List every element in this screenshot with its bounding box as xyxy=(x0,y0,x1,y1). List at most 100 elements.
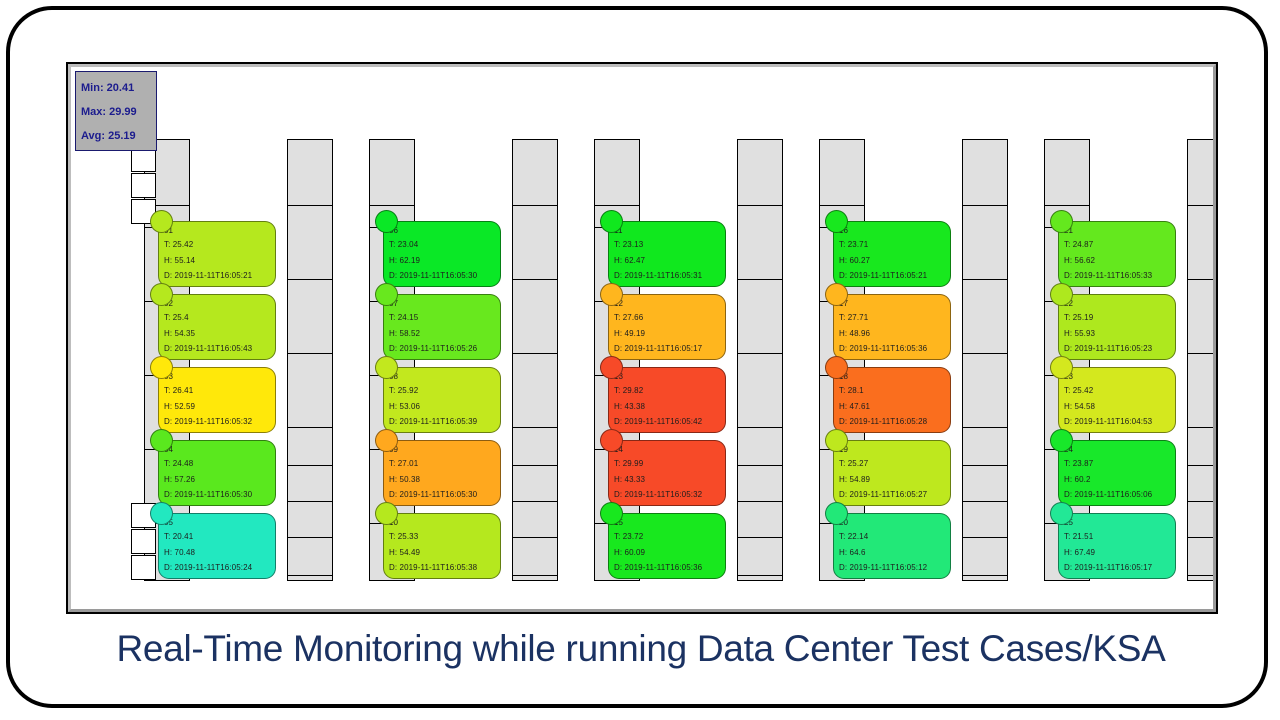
sensor-card[interactable]: 10T: 25.33H: 54.49D: 2019-11-11T16:05:38 xyxy=(375,502,501,579)
sensor-temperature: T: 23.13 xyxy=(614,240,644,249)
sensor-status-dot-icon[interactable] xyxy=(825,210,848,233)
rack-right[interactable] xyxy=(962,139,1008,581)
rack-unit xyxy=(738,576,782,609)
sensor-temperature: T: 26.41 xyxy=(164,386,194,395)
sensor-card[interactable]: 09T: 27.01H: 50.38D: 2019-11-11T16:05:30 xyxy=(375,429,501,506)
sensor-status-dot-icon[interactable] xyxy=(825,502,848,525)
sensor-card[interactable]: 17T: 27.71H: 48.96D: 2019-11-11T16:05:36 xyxy=(825,283,951,360)
sensor-status-dot-icon[interactable] xyxy=(1050,210,1073,233)
sensor-temperature: T: 27.01 xyxy=(389,459,419,468)
rack-right[interactable] xyxy=(512,139,558,581)
sensor-status-dot-icon[interactable] xyxy=(150,283,173,306)
sensor-card[interactable]: 19T: 25.27H: 54.89D: 2019-11-11T16:05:27 xyxy=(825,429,951,506)
rack-unit xyxy=(738,428,782,466)
sensor-card[interactable]: 04T: 24.48H: 57.26D: 2019-11-11T16:05:30 xyxy=(150,429,276,506)
sensor-temperature: T: 22.14 xyxy=(839,532,869,541)
sensor-status-dot-icon[interactable] xyxy=(600,210,623,233)
rack-unit xyxy=(288,354,332,428)
sensor-card[interactable]: 03T: 26.41H: 52.59D: 2019-11-11T16:05:32 xyxy=(150,356,276,433)
sensor-temperature: T: 20.41 xyxy=(164,532,194,541)
sensor-card[interactable]: 14T: 29.99H: 43.33D: 2019-11-11T16:05:32 xyxy=(600,429,726,506)
sensor-status-dot-icon[interactable] xyxy=(375,210,398,233)
sensor-card[interactable]: 22T: 25.19H: 55.93D: 2019-11-11T16:05:23 xyxy=(1050,283,1176,360)
sensor-humidity: H: 58.52 xyxy=(389,328,421,338)
datacenter-floor-canvas[interactable]: Min: 20.41 Max: 29.99 Avg: 25.19 01T: 25… xyxy=(71,67,1213,609)
sensor-card[interactable]: 01T: 25.42H: 55.14D: 2019-11-11T16:05:21 xyxy=(150,210,276,287)
rack-unit-box xyxy=(131,529,156,554)
rack-unit xyxy=(738,466,782,502)
sensor-humidity: H: 49.19 xyxy=(614,328,646,338)
sensor-card[interactable]: 02T: 25.4H: 54.35D: 2019-11-11T16:05:43 xyxy=(150,283,276,360)
sensor-card[interactable]: 15T: 23.72H: 60.09D: 2019-11-11T16:05:36 xyxy=(600,502,726,579)
rack-unit xyxy=(738,280,782,354)
rack-unit xyxy=(1188,354,1213,428)
sensor-card[interactable]: 13T: 29.82H: 43.38D: 2019-11-11T16:05:42 xyxy=(600,356,726,433)
sensor-timestamp: D: 2019-11-11T16:04:53 xyxy=(1064,417,1153,426)
sensor-status-dot-icon[interactable] xyxy=(150,502,173,525)
sensor-humidity: H: 54.49 xyxy=(389,547,421,557)
rack-right[interactable] xyxy=(1187,139,1213,581)
sensor-card[interactable]: 11T: 23.13H: 62.47D: 2019-11-11T16:05:31 xyxy=(600,210,726,287)
sensor-card[interactable]: 24T: 23.87H: 60.2D: 2019-11-11T16:05:06 xyxy=(1050,429,1176,506)
sensor-humidity: H: 43.38 xyxy=(614,401,646,411)
sensor-status-dot-icon[interactable] xyxy=(825,356,848,379)
sensor-temperature: T: 24.15 xyxy=(389,313,419,322)
sensor-id: 01 xyxy=(164,224,275,237)
sensor-id: 02 xyxy=(164,297,275,310)
rack-unit xyxy=(738,538,782,576)
sensor-status-dot-icon[interactable] xyxy=(375,283,398,306)
sensor-timestamp: D: 2019-11-11T16:05:32 xyxy=(164,417,253,426)
sensor-card[interactable]: 08T: 25.92H: 53.06D: 2019-11-11T16:05:39 xyxy=(375,356,501,433)
sensor-status-dot-icon[interactable] xyxy=(375,356,398,379)
sensor-humidity: H: 54.58 xyxy=(1064,401,1096,411)
rack-right[interactable] xyxy=(287,139,333,581)
sensor-card[interactable]: 25T: 21.51H: 67.49D: 2019-11-11T16:05:17 xyxy=(1050,502,1176,579)
sensor-card[interactable]: 20T: 22.14H: 64.6D: 2019-11-11T16:05:12 xyxy=(825,502,951,579)
rack-unit xyxy=(370,140,414,206)
sensor-id: 06 xyxy=(389,224,500,237)
sensor-status-dot-icon[interactable] xyxy=(150,356,173,379)
rack-unit xyxy=(963,206,1007,280)
rack-unit xyxy=(1188,280,1213,354)
rack-right[interactable] xyxy=(737,139,783,581)
sensor-card[interactable]: 05T: 20.41H: 70.48D: 2019-11-11T16:05:24 xyxy=(150,502,276,579)
sensor-status-dot-icon[interactable] xyxy=(1050,356,1073,379)
sensor-status-dot-icon[interactable] xyxy=(1050,429,1073,452)
sensor-status-dot-icon[interactable] xyxy=(600,283,623,306)
rack-unit xyxy=(288,538,332,576)
sensor-timestamp: D: 2019-11-11T16:05:24 xyxy=(164,563,253,572)
slide-frame: Min: 20.41 Max: 29.99 Avg: 25.19 01T: 25… xyxy=(6,6,1268,708)
sensor-status-dot-icon[interactable] xyxy=(825,283,848,306)
sensor-status-dot-icon[interactable] xyxy=(600,429,623,452)
sensor-id: 17 xyxy=(839,297,950,310)
sensor-status-dot-icon[interactable] xyxy=(1050,283,1073,306)
sensor-id: 11 xyxy=(614,224,725,237)
sensor-card[interactable]: 07T: 24.15H: 58.52D: 2019-11-11T16:05:26 xyxy=(375,283,501,360)
sensor-id: 23 xyxy=(1064,370,1175,383)
sensor-card[interactable]: 12T: 27.66H: 49.19D: 2019-11-11T16:05:17 xyxy=(600,283,726,360)
sensor-card[interactable]: 23T: 25.42H: 54.58D: 2019-11-11T16:04:53 xyxy=(1050,356,1176,433)
sensor-status-dot-icon[interactable] xyxy=(375,429,398,452)
sensor-card[interactable]: 16T: 23.71H: 60.27D: 2019-11-11T16:05:21 xyxy=(825,210,951,287)
rack-unit xyxy=(288,576,332,609)
sensor-id: 10 xyxy=(389,516,500,529)
sensor-status-dot-icon[interactable] xyxy=(1050,502,1073,525)
sensor-status-dot-icon[interactable] xyxy=(600,502,623,525)
sensor-status-dot-icon[interactable] xyxy=(150,429,173,452)
sensor-timestamp: D: 2019-11-11T16:05:28 xyxy=(839,417,928,426)
sensor-card[interactable]: 21T: 24.87H: 56.62D: 2019-11-11T16:05:33 xyxy=(1050,210,1176,287)
sensor-timestamp: D: 2019-11-11T16:05:21 xyxy=(839,271,928,280)
sensor-timestamp: D: 2019-11-11T16:05:36 xyxy=(614,563,703,572)
sensor-timestamp: D: 2019-11-11T16:05:38 xyxy=(389,563,478,572)
sensor-card[interactable]: 18T: 28.1H: 47.61D: 2019-11-11T16:05:28 xyxy=(825,356,951,433)
sensor-status-dot-icon[interactable] xyxy=(150,210,173,233)
sensor-status-dot-icon[interactable] xyxy=(600,356,623,379)
sensor-card[interactable]: 06T: 23.04H: 62.19D: 2019-11-11T16:05:30 xyxy=(375,210,501,287)
rack-unit xyxy=(820,140,864,206)
sensor-status-dot-icon[interactable] xyxy=(825,429,848,452)
sensor-humidity: H: 64.6 xyxy=(839,547,866,557)
stats-min: Min: 20.41 xyxy=(81,82,135,94)
sensor-id: 19 xyxy=(839,443,950,456)
rack-unit xyxy=(288,428,332,466)
sensor-status-dot-icon[interactable] xyxy=(375,502,398,525)
